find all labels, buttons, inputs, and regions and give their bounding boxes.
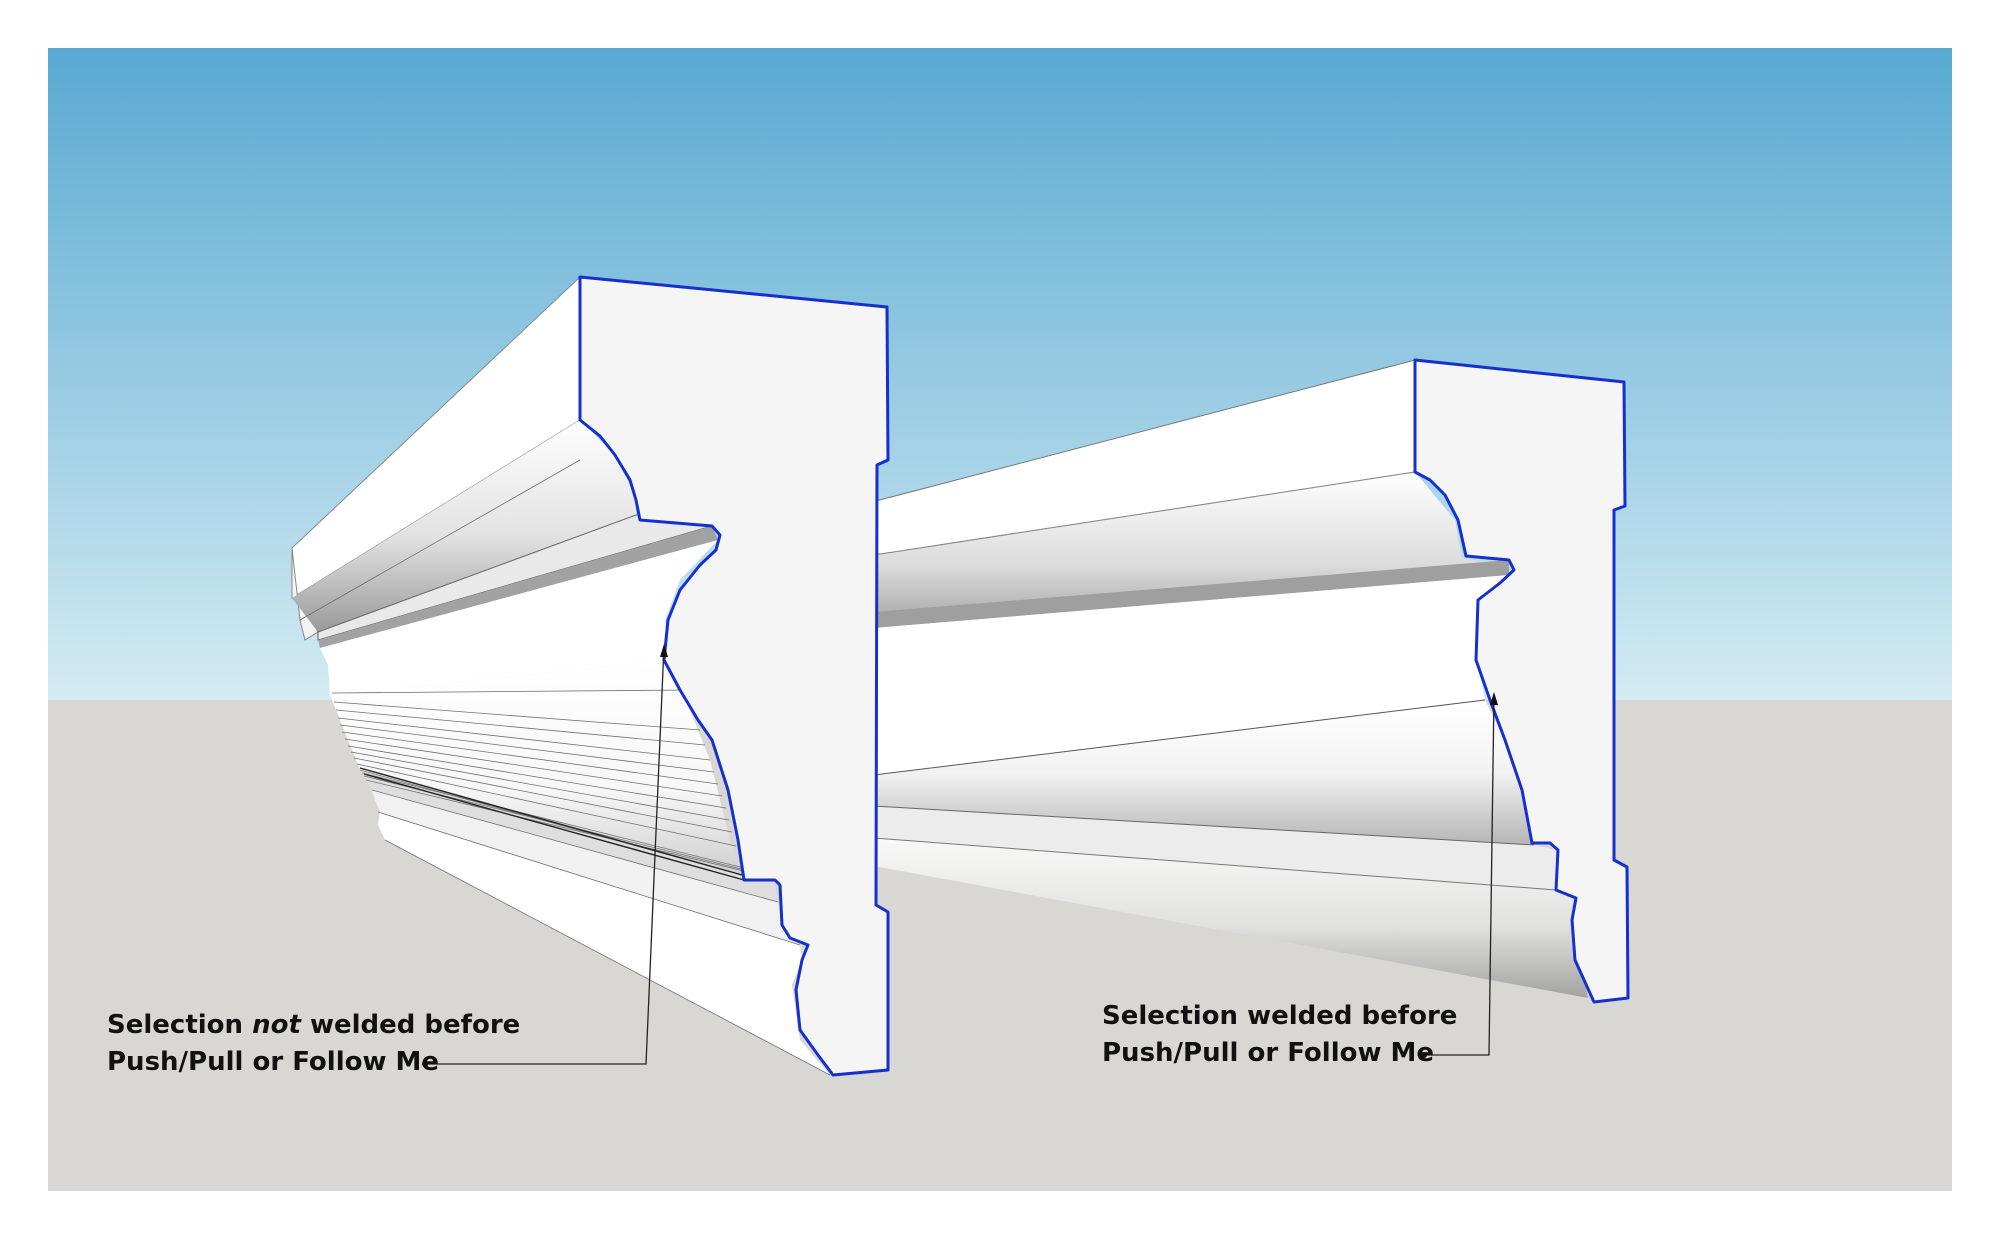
molding-welded-bottom-cove: [874, 838, 1588, 998]
callout-line-2: Push/Pull or Follow Me: [107, 1047, 440, 1077]
edge-line: [873, 805, 1535, 846]
callout-line-2: Push/Pull or Follow Me: [1102, 1038, 1435, 1068]
molding-left-lower-bead: [372, 790, 800, 945]
callout-label-not-welded: Selection not welded before Push/Pull or…: [107, 1007, 520, 1081]
callout-leader-right: [1421, 692, 1498, 1058]
molding-left-lower-strip: [360, 770, 778, 902]
molding-left-bottom-face: [378, 812, 830, 1075]
callout-line-1: Selection not welded before: [107, 1007, 520, 1044]
dark-edge-lines: [359, 767, 745, 881]
edge-line: [873, 471, 1416, 556]
molding-left-fillet-shadow: [318, 526, 718, 648]
molding-welded[interactable]: [871, 358, 1630, 1004]
edge-line: [873, 837, 1557, 891]
molding-not-welded[interactable]: [291, 275, 890, 1077]
callout-label-welded: Selection welded before Push/Pull or Fol…: [1102, 998, 1457, 1072]
molding-welded-bead-face: [874, 700, 1534, 845]
edge-line: [873, 699, 1486, 776]
molding-welded-cove-face: [874, 472, 1509, 625]
molding-left-bulge: [320, 540, 718, 695]
callout-emphasis: not: [252, 1010, 301, 1040]
callout-line-1: Selection welded before: [1102, 1001, 1458, 1031]
molding-left-end-profile[interactable]: [578, 275, 890, 1077]
callout-text: Selection: [107, 1010, 253, 1040]
facet-lines: [299, 459, 831, 1076]
callout-leader-left: [422, 644, 668, 1067]
molding-welded-middle-face: [874, 575, 1509, 775]
molding-welded-lower-fillet: [874, 806, 1556, 890]
molding-welded-shadow-strip: [874, 560, 1509, 628]
molding-welded-end-profile[interactable]: [1413, 358, 1630, 1004]
callout-text: welded before: [300, 1010, 521, 1040]
